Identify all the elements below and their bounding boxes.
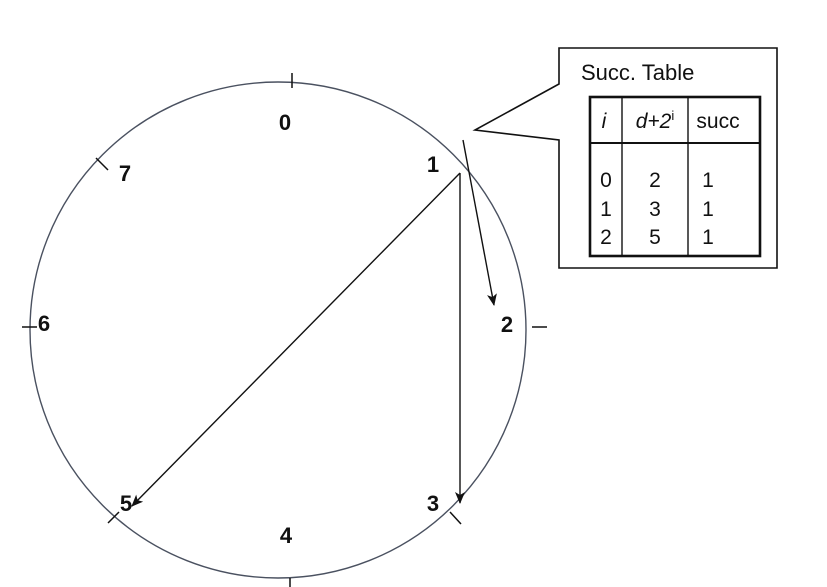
table-row-1-d: 3 [649,198,661,221]
node-label-3: 3 [427,491,439,516]
node-label-7: 7 [119,161,131,186]
callout-balloon [472,47,778,269]
table-row-0-d: 2 [649,169,661,192]
identifier-ring [29,81,527,579]
tick-7 [95,157,109,171]
successor-table-callout: Succ. Table i d+2i succ 0 2 1 1 3 1 2 5 … [472,47,778,269]
node-label-4: 4 [280,523,293,548]
node-label-1: 1 [427,152,439,177]
table-row-0-succ: 1 [702,169,714,192]
table-row-1-i: 1 [600,198,612,221]
node-label-6: 6 [38,311,50,336]
arrow-1-to-5 [131,172,461,507]
node-label-0: 0 [279,110,291,135]
callout-title: Succ. Table [581,60,694,85]
table-header-d-base: d+2 [636,110,672,133]
node-label-5: 5 [120,491,132,516]
table-row-1-succ: 1 [702,198,714,221]
table-header-i: i [602,110,608,133]
tick-3 [449,511,462,525]
arrow-1-to-2 [462,139,497,306]
table-row-2-d: 5 [649,226,661,249]
table-row-2-i: 2 [600,226,612,249]
table-header-succ: succ [696,110,739,133]
table-row-0-i: 0 [600,169,612,192]
tick-5 [107,511,120,524]
successor-table [588,95,762,258]
ring-ticks [22,73,547,587]
table-header-d-sup: i [671,108,674,123]
node-label-2: 2 [501,312,513,337]
table-header-d: d+2i [636,108,675,133]
table-border [588,95,762,258]
table-row-2-succ: 1 [702,226,714,249]
table-rows: 0 2 1 1 3 1 2 5 1 [600,169,714,249]
node-labels: 0 1 2 3 4 5 6 7 [38,110,513,548]
finger-arrows [131,139,497,507]
